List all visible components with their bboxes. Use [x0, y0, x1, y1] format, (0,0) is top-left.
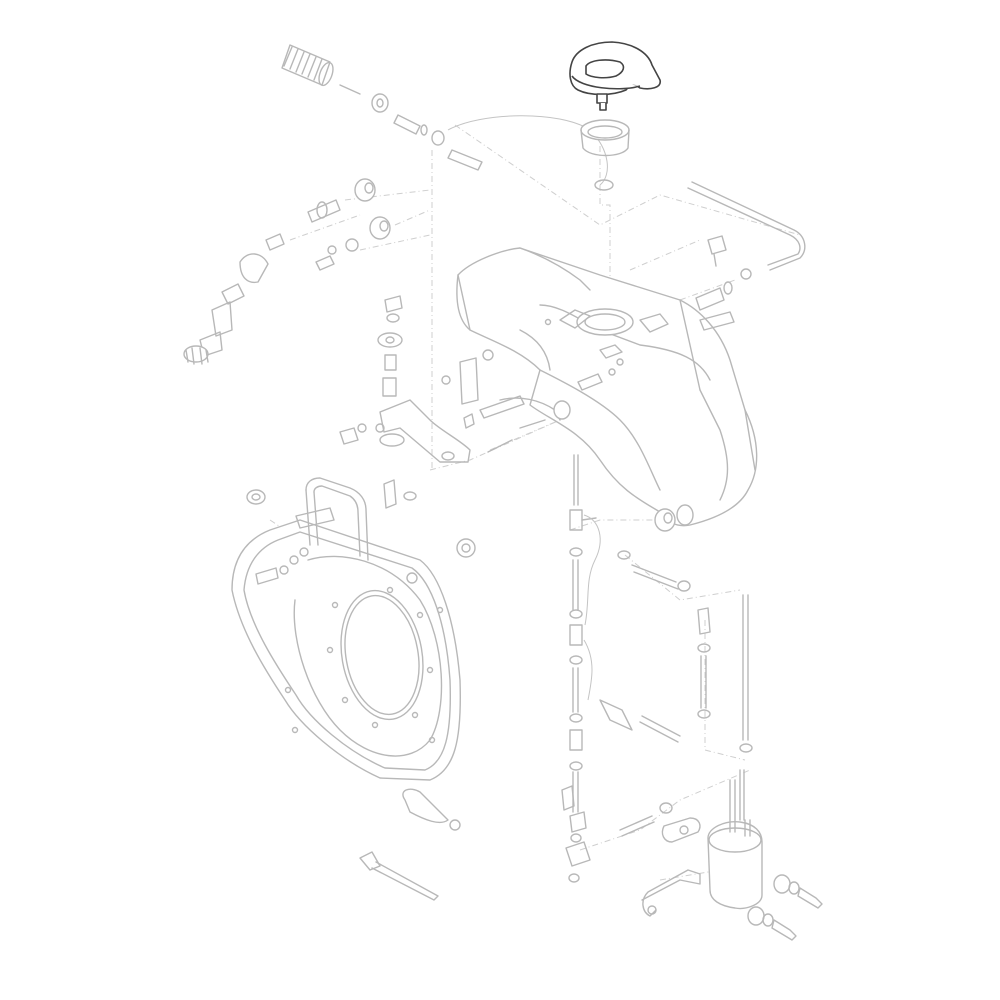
fuel-line-column — [561, 454, 601, 883]
right-tubes — [599, 550, 753, 753]
tank-fittings — [695, 235, 752, 331]
filler-ring — [580, 119, 630, 157]
cap-icon[interactable] — [569, 41, 661, 111]
fuel-filter — [619, 769, 823, 941]
knob-assembly — [281, 44, 614, 191]
left-fittings — [183, 178, 391, 365]
assembly-guide-lines — [269, 120, 801, 881]
tank-housing — [456, 247, 758, 532]
loose-parts — [359, 788, 461, 901]
vent-tube — [687, 181, 806, 271]
center-bracket — [339, 295, 603, 509]
cover-plate — [231, 477, 476, 781]
